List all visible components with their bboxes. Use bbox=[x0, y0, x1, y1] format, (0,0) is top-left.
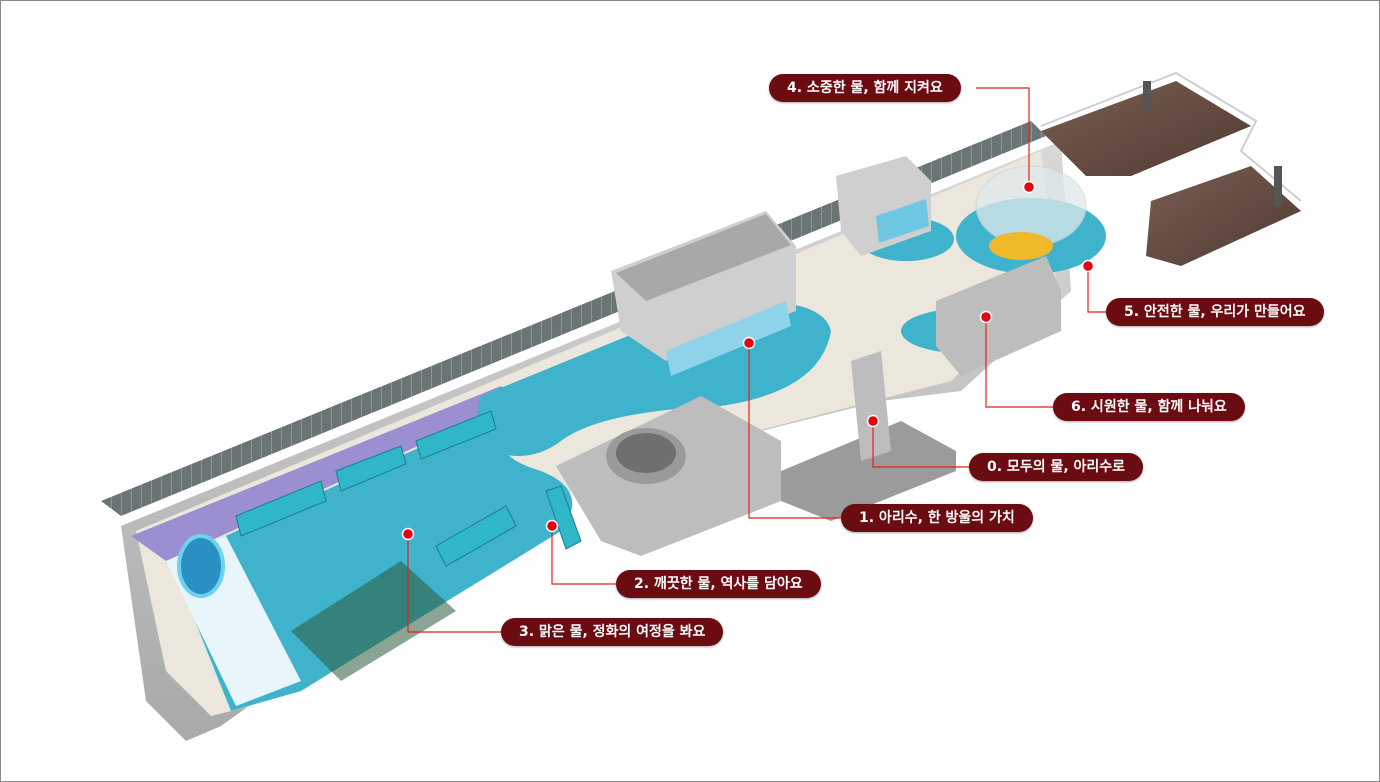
stair-tower-top bbox=[616, 214, 791, 301]
display-case-a bbox=[235, 480, 327, 537]
back-wall bbox=[101, 121, 1046, 516]
callout-zone-4[interactable]: 4. 소중한 물, 함께 지켜요 bbox=[769, 74, 961, 102]
leader-2 bbox=[551, 526, 616, 585]
marker-5[interactable] bbox=[1081, 259, 1095, 273]
callout-zone-5[interactable]: 5. 안전한 물, 우리가 만들어요 bbox=[1106, 298, 1324, 326]
display-case-c bbox=[415, 410, 497, 460]
leader-lines bbox=[407, 87, 1106, 633]
callout-zone-2[interactable]: 2. 깨끗한 물, 역사를 담아요 bbox=[616, 570, 821, 598]
deck-railing bbox=[1040, 71, 1302, 202]
marker-3[interactable] bbox=[401, 527, 415, 541]
leader-3 bbox=[407, 534, 501, 633]
zone-markers bbox=[401, 180, 1095, 541]
marker-0[interactable] bbox=[866, 414, 880, 428]
round-tower-inner bbox=[616, 433, 676, 473]
leader-0 bbox=[872, 421, 969, 468]
elevator-screen bbox=[876, 199, 929, 243]
marker-6[interactable] bbox=[979, 310, 993, 324]
entry-pillar bbox=[851, 351, 891, 461]
purple-wall-panel bbox=[131, 386, 516, 561]
front-stairs bbox=[781, 421, 956, 521]
leader-1 bbox=[748, 343, 841, 519]
callout-zone-3[interactable]: 3. 맑은 물, 정화의 여정을 봐요 bbox=[501, 618, 724, 646]
deck-post-b bbox=[1274, 166, 1282, 206]
marker-4[interactable] bbox=[1022, 180, 1036, 194]
deck-post-a bbox=[1143, 81, 1151, 109]
water-screen-circle bbox=[177, 534, 225, 598]
callout-zone-1[interactable]: 1. 아리수, 한 방울의 가치 bbox=[841, 504, 1033, 532]
roof-deck-upper bbox=[1041, 81, 1251, 176]
right-wall-stub bbox=[936, 256, 1061, 376]
callout-zone-0[interactable]: 0. 모두의 물, 아리수로 bbox=[969, 453, 1144, 481]
display-case-b bbox=[335, 445, 407, 492]
entrance-screen bbox=[666, 301, 791, 376]
leader-5 bbox=[1087, 266, 1106, 313]
marker-2[interactable] bbox=[545, 519, 559, 533]
roof-deck-lower bbox=[1146, 166, 1301, 266]
callout-zone-6[interactable]: 6. 시원한 물, 함께 나눠요 bbox=[1053, 393, 1245, 421]
display-case-d bbox=[435, 505, 517, 567]
yellow-seating bbox=[989, 232, 1053, 260]
marker-1[interactable] bbox=[742, 336, 756, 350]
display-case-e bbox=[545, 485, 582, 550]
net-play-area bbox=[291, 561, 456, 681]
leader-4 bbox=[976, 87, 1030, 187]
leader-6 bbox=[985, 317, 1053, 408]
